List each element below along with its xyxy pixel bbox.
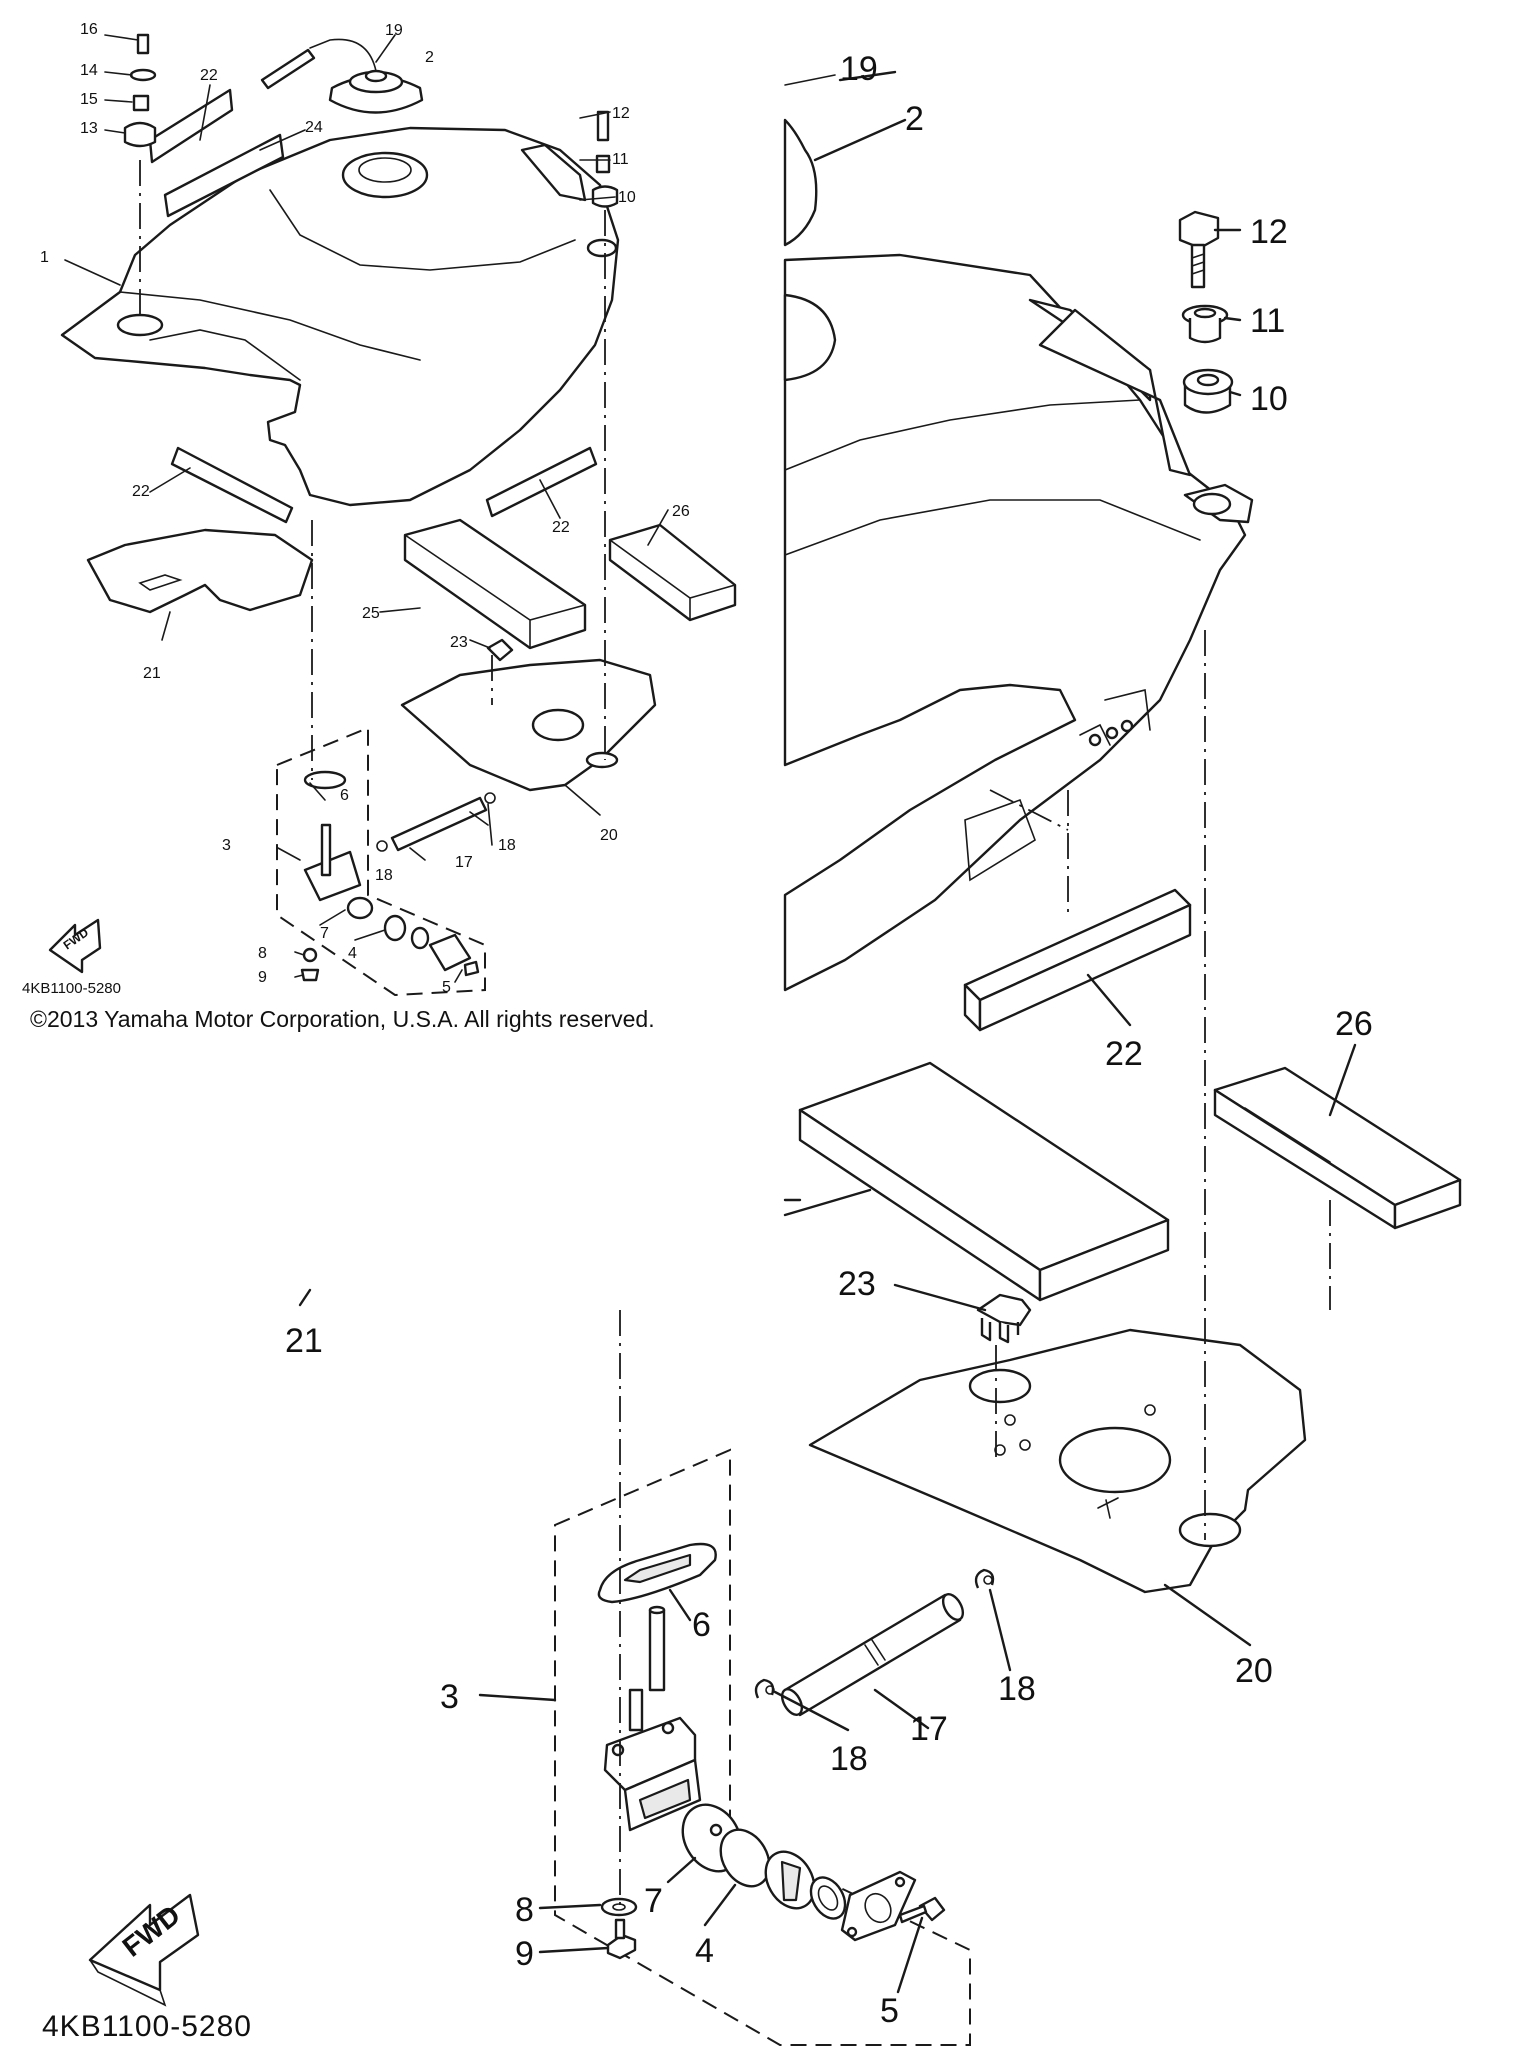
clip-23-small [486, 638, 514, 662]
lever-large [764, 1850, 816, 1910]
fwd-arrow-small: FWD [48, 918, 102, 974]
callout-8-small: 8 [258, 945, 267, 962]
damper-26-small [608, 523, 737, 622]
callout-13-small: 13 [80, 120, 98, 137]
damper-22-left-small [170, 446, 294, 524]
gasket-6-large [597, 1542, 717, 1604]
callout-1-small: 1 [40, 249, 49, 266]
hose-17-large [780, 1593, 965, 1717]
callout-17-small: 17 [455, 854, 473, 871]
protector-21-small [86, 528, 314, 614]
damper-26-large [1213, 1066, 1462, 1230]
callout-2-large: 2 [905, 100, 924, 138]
callout-22-left-small: 22 [132, 483, 150, 500]
damper-25-large [798, 1061, 1170, 1302]
callout-18-right-small: 18 [498, 837, 516, 854]
callout-24-small: 24 [305, 119, 323, 136]
fuel-tank-large [783, 253, 1254, 992]
callout-17-large: 17 [910, 1710, 948, 1748]
callout-16-small: 16 [80, 21, 98, 38]
fuel-cock-assembly-box [554, 1448, 971, 2046]
callout-7-large: 7 [644, 1882, 663, 1920]
callout-4-small: 4 [348, 945, 357, 962]
detail-diagram: FWD 4KB1100-5280 19 2 12 11 10 22 26 23 … [42, 50, 1462, 2046]
callout-10-large: 10 [1250, 380, 1288, 418]
screw-9-large [606, 1918, 637, 1960]
fuel-cap-small [260, 38, 424, 114]
callout-3-small: 3 [222, 837, 231, 854]
damper-24-small [163, 133, 285, 218]
callout-12-small: 12 [612, 105, 630, 122]
callout-22-large: 22 [1105, 1035, 1143, 1073]
callout-26-large: 26 [1335, 1005, 1373, 1043]
callout-19-large: 19 [840, 50, 878, 88]
damper-22-top-small [148, 88, 234, 164]
plate-20-small [400, 658, 657, 792]
callout-20-large: 20 [1235, 1652, 1273, 1690]
seal-large [809, 1876, 847, 1920]
callout-2-small: 2 [425, 49, 434, 66]
clip-23-large [976, 1293, 1032, 1344]
callout-9-large: 9 [515, 1935, 534, 1973]
callout-22-top-small: 22 [200, 67, 218, 84]
fwd-arrow-large: FWD [88, 1893, 200, 2007]
callout-11-small: 11 [612, 151, 629, 168]
callout-18-right-large: 18 [998, 1670, 1036, 1708]
callout-8-large: 8 [515, 1891, 534, 1929]
callout-14-small: 14 [80, 62, 98, 79]
callout-15-small: 15 [80, 91, 98, 108]
fuel-cock-3-large [603, 1605, 702, 1832]
callout-12-large: 12 [1250, 213, 1288, 251]
o-ring-4-large [719, 1828, 771, 1888]
callout-21-large: 21 [285, 1322, 323, 1360]
callout-25-small: 25 [362, 605, 380, 622]
overview-diagram: FWD 4KB1100-5280 16 14 15 13 19 2 22 24 … [22, 21, 737, 997]
callout-23-small: 23 [450, 634, 468, 651]
copyright-text: ©2013 Yamaha Motor Corporation, U.S.A. A… [30, 1006, 655, 1032]
callout-11-large: 11 [1250, 302, 1285, 340]
callout-4-large: 4 [695, 1932, 714, 1970]
diagram-code-small: 4KB1100-5280 [22, 980, 121, 997]
grommet-10-large [1182, 368, 1234, 414]
callout-23-large: 23 [838, 1265, 876, 1303]
callout-6-small: 6 [340, 787, 349, 804]
callout-20-small: 20 [600, 827, 618, 844]
collar-11-large [1181, 304, 1229, 344]
callout-5-large: 5 [880, 1992, 899, 2030]
damper-25-small [403, 518, 587, 650]
diagram-code-large: 4KB1100-5280 [42, 2010, 252, 2043]
callout-5-small: 5 [442, 979, 451, 996]
callout-10-small: 10 [618, 189, 636, 206]
damper-22-large [963, 888, 1192, 1032]
hose-17-small [390, 796, 488, 852]
screw-5-large [898, 1896, 946, 1924]
clip-18-left-large [754, 1678, 775, 1699]
clip-18-right-large [974, 1568, 995, 1589]
plate-5-large [840, 1870, 917, 1942]
callout-22-mid-small: 22 [552, 519, 570, 536]
callout-19-small: 19 [385, 22, 403, 39]
fuel-tank-small [60, 126, 620, 507]
callout-18-left-small: 18 [375, 867, 393, 884]
washer-8-large [600, 1897, 638, 1917]
callout-7-small: 7 [320, 925, 329, 942]
fuel-cap-large [783, 74, 836, 247]
bolt-12-large [1178, 210, 1220, 289]
callout-21-small: 21 [143, 665, 161, 682]
callout-9-small: 9 [258, 969, 267, 986]
callout-6-large: 6 [692, 1606, 711, 1644]
fuel-cock-small [303, 850, 362, 902]
callout-26-small: 26 [672, 503, 690, 520]
callout-3-large: 3 [440, 1678, 459, 1716]
plate-20-large [808, 1328, 1307, 1594]
callout-18-left-large: 18 [830, 1740, 868, 1778]
